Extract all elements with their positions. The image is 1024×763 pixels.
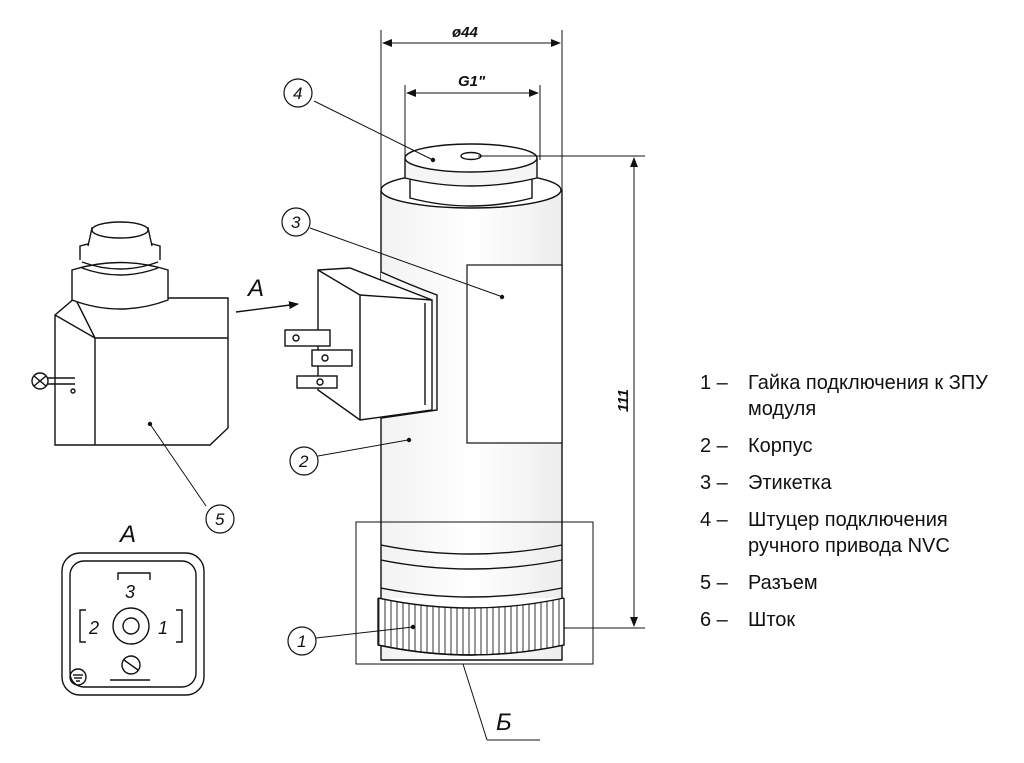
legend-item: 2 – Корпус	[700, 433, 1020, 459]
legend-text: Шток	[748, 609, 796, 631]
legend-number: 1 –	[700, 372, 728, 394]
legend-item: 1 – Гайка подключения к ЗПУ модуля	[700, 370, 1020, 422]
diameter-label: ø44	[452, 24, 479, 41]
legend-text: Этикетка	[748, 472, 832, 494]
detail-view-title: A	[118, 521, 136, 548]
plug-connector	[31, 221, 229, 446]
pin-1: 1	[158, 618, 168, 638]
section-label: Б	[496, 709, 512, 736]
callout-2-num: 2	[298, 452, 309, 471]
callout-5-num: 5	[215, 510, 225, 529]
leader-3	[309, 227, 501, 297]
legend-number: 5 –	[700, 572, 728, 594]
label-sticker	[466, 264, 563, 444]
legend-item: 3 – Этикетка	[700, 470, 1020, 496]
legend-item: 5 – Разъем	[700, 570, 1020, 596]
leader-1	[315, 626, 414, 639]
callout-5	[205, 504, 235, 534]
dimension-diameter	[380, 30, 563, 190]
legend-number: 3 –	[700, 472, 728, 494]
pin-2: 2	[88, 618, 99, 638]
connector-face-view	[61, 552, 205, 696]
legend-text: Корпус	[748, 435, 813, 457]
detail-frame	[355, 521, 594, 665]
leader-4	[313, 100, 434, 161]
legend-text: Разъем	[748, 572, 818, 594]
callout-3	[281, 207, 311, 237]
body-connector-socket	[284, 267, 438, 421]
parts-legend: 1 – Гайка подключения к ЗПУ модуля 2 – К…	[700, 370, 1020, 644]
callout-3-num: 3	[291, 213, 301, 232]
legend-item: 4 – Штуцер подключения ручного привода N…	[700, 507, 1020, 559]
top-fitting	[404, 143, 538, 207]
callout-1	[287, 626, 317, 656]
dimension-height	[478, 155, 645, 629]
dimension-thread	[404, 85, 541, 160]
thread-label: G1"	[458, 73, 486, 90]
legend-number: 2 –	[700, 435, 728, 457]
legend-text: Штуцер подключения ручного привода NVC	[748, 509, 950, 557]
callout-1-num: 1	[297, 632, 306, 651]
height-label: 111	[615, 389, 632, 412]
pin-3: 3	[125, 582, 135, 602]
leader-5	[149, 423, 207, 507]
callout-4	[283, 78, 313, 108]
legend-number: 4 –	[700, 509, 728, 531]
legend-text: Гайка подключения к ЗПУ модуля	[748, 372, 988, 420]
legend-number: 6 –	[700, 609, 728, 631]
legend-item: 6 – Шток	[700, 607, 1020, 633]
callout-4-num: 4	[293, 84, 302, 103]
view-arrow-label: A	[246, 275, 264, 302]
callout-2	[289, 446, 319, 476]
bottom-nut	[377, 597, 565, 656]
view-arrow	[235, 301, 299, 313]
leader-2	[317, 439, 409, 457]
